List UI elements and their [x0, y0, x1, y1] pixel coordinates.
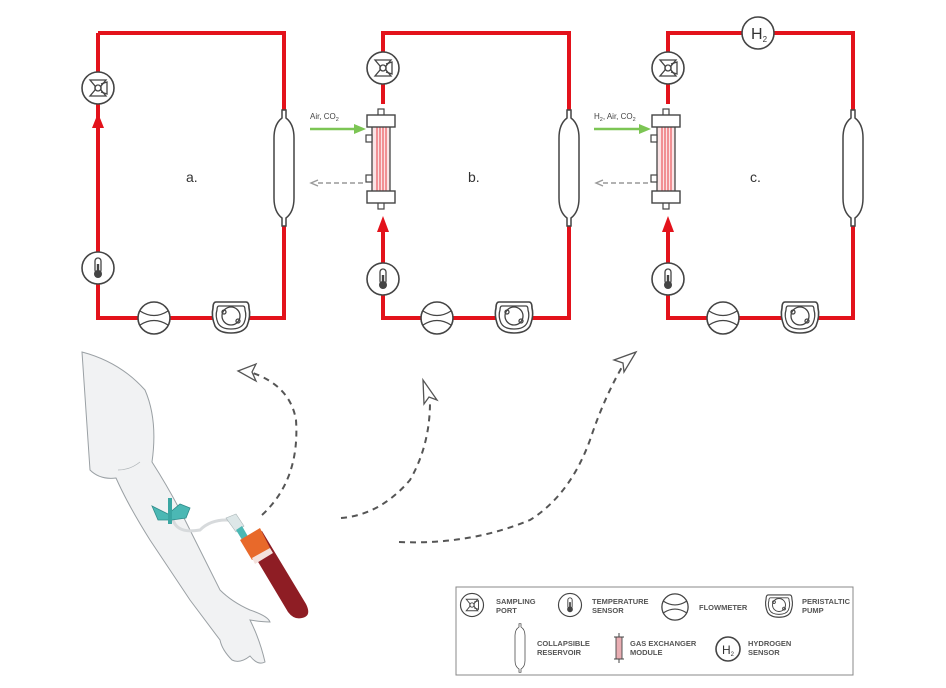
collapsible-reservoir-icon — [558, 109, 580, 227]
arrowhead-icon — [236, 362, 258, 383]
svg-text:SAMPLING: SAMPLING — [496, 597, 536, 606]
legend-item-peristaltic-pump: PERISTALTIC PUMP — [764, 594, 851, 618]
peristaltic-pump-icon — [211, 301, 251, 334]
temperature-sensor-icon — [81, 251, 115, 285]
svg-text:MODULE: MODULE — [630, 648, 663, 657]
arrowhead-icon — [612, 350, 638, 374]
svg-text:GAS EXCHANGER: GAS EXCHANGER — [630, 639, 697, 648]
gas-inlet-arrowhead-icon — [354, 124, 366, 134]
tubing-loop-b — [381, 225, 571, 320]
hydrogen-sensor-icon: H2 — [741, 16, 775, 50]
svg-text:COLLAPSIBLE: COLLAPSIBLE — [537, 639, 590, 648]
circuit-b: b. Air, CO2 — [309, 31, 580, 335]
legend-item-hydrogen-sensor: H2 HYDROGEN SENSOR — [715, 636, 791, 662]
circuit-c: H2 c. H2, Air, CO2 — [594, 16, 864, 335]
arrowhead-icon — [422, 377, 439, 406]
sample-transfer-arrows — [236, 350, 638, 544]
legend: SAMPLING PORT TEMPERATURE SENSOR FLOWMET… — [455, 586, 854, 676]
svg-text:PORT: PORT — [496, 606, 517, 615]
butterfly-needle-icon — [151, 498, 191, 524]
sampling-port-icon — [366, 51, 400, 85]
sampling-port-icon — [651, 51, 685, 85]
svg-text:H2: H2 — [722, 643, 735, 658]
tubing-loop-a — [96, 33, 286, 320]
svg-text:H2: H2 — [751, 26, 768, 44]
svg-text:SENSOR: SENSOR — [748, 648, 780, 657]
gas-outlet-arrowhead-icon — [309, 179, 319, 187]
collapsible-reservoir-icon — [273, 109, 295, 227]
transfer-arrow-to-b — [340, 401, 431, 519]
gas-input-label-b: Air, CO2 — [310, 112, 339, 123]
circuit-a: a. — [81, 31, 295, 335]
svg-text:FLOWMETER: FLOWMETER — [699, 603, 748, 612]
flowmeter-icon — [420, 301, 454, 335]
flowmeter-icon — [137, 301, 171, 335]
transfer-arrow-to-a — [249, 371, 298, 516]
gas-exchanger-module-icon — [365, 108, 396, 210]
circuit-label-b: b. — [468, 169, 480, 185]
peristaltic-pump-icon — [780, 301, 820, 334]
gas-inlet-arrowhead-icon — [639, 124, 651, 134]
legend-item-collapsible-reservoir: COLLAPSIBLE RESERVOIR — [514, 623, 590, 673]
temperature-sensor-icon — [366, 262, 400, 296]
circuit-label-c: c. — [750, 169, 761, 185]
arm-illustration — [81, 351, 309, 664]
sampling-port-icon — [81, 71, 115, 105]
svg-text:SENSOR: SENSOR — [592, 606, 624, 615]
tubing-loop-c — [666, 225, 855, 320]
flow-direction-arrow-icon — [377, 216, 389, 232]
blood-collection-tube-icon — [240, 528, 309, 619]
legend-item-flowmeter: FLOWMETER — [661, 593, 748, 621]
legend-item-temperature-sensor: TEMPERATURE SENSOR — [557, 592, 649, 618]
flow-direction-arrow-icon — [662, 216, 674, 232]
legend-item-gas-exchanger-module: GAS EXCHANGER MODULE — [614, 633, 697, 663]
svg-text:RESERVOIR: RESERVOIR — [537, 648, 582, 657]
transfer-arrow-to-c — [398, 361, 626, 544]
peristaltic-pump-icon — [494, 301, 534, 334]
gas-input-label-c: H2, Air, CO2 — [594, 112, 636, 123]
flowmeter-icon — [706, 301, 740, 335]
svg-text:PUMP: PUMP — [802, 606, 824, 615]
svg-text:TEMPERATURE: TEMPERATURE — [592, 597, 649, 606]
collapsible-reservoir-icon — [842, 109, 864, 227]
tubing-top-b — [381, 31, 571, 112]
gas-outlet-arrowhead-icon — [594, 179, 604, 187]
circuit-label-a: a. — [186, 169, 198, 185]
flow-direction-arrow-icon — [92, 113, 104, 128]
tubing-top-a — [98, 31, 286, 112]
svg-text:PERISTALTIC: PERISTALTIC — [802, 597, 851, 606]
temperature-sensor-icon — [651, 262, 685, 296]
legend-item-sampling-port: SAMPLING PORT — [459, 592, 536, 618]
svg-text:HYDROGEN: HYDROGEN — [748, 639, 791, 648]
gas-exchanger-module-icon — [650, 108, 681, 210]
